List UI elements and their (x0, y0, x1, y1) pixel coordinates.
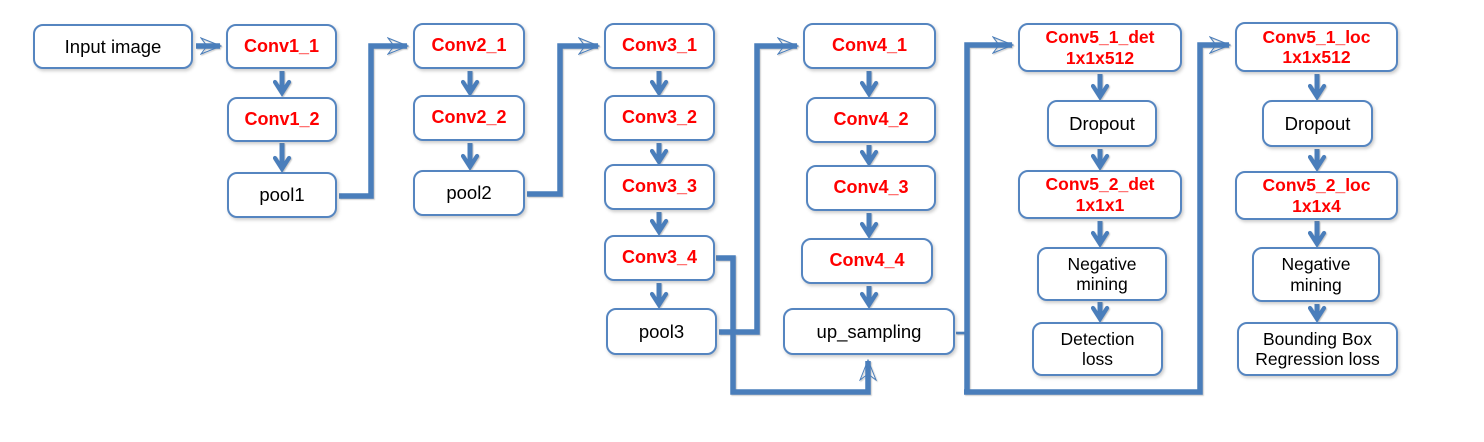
node-conv2_1: Conv2_1 (413, 23, 525, 69)
edge-conv3_4-up_sampling (716, 255, 868, 395)
node-conv5_2_det: Conv5_2_det 1x1x1 (1018, 170, 1182, 219)
node-bounding-box-regression-loss: Bounding Box Regression loss (1237, 322, 1398, 376)
node-conv1_2: Conv1_2 (227, 97, 337, 142)
node-conv4_2: Conv4_2 (806, 97, 936, 143)
node-pool2: pool2 (413, 170, 525, 216)
node-conv3_4: Conv3_4 (604, 235, 715, 281)
node-conv4_1: Conv4_1 (803, 23, 936, 69)
edge-pool1-conv2_1 (339, 46, 407, 199)
node-negative-mining-loc: Negative mining (1252, 247, 1380, 302)
node-conv3_3: Conv3_3 (604, 164, 715, 210)
edge-up_sampling-conv5_1_loc (964, 45, 1229, 395)
node-up-sampling: up_sampling (783, 308, 955, 355)
edge-up_sampling-conv5_1_det (964, 45, 1012, 390)
node-conv2_2: Conv2_2 (413, 95, 525, 141)
node-negative-mining-det: Negative mining (1037, 247, 1167, 301)
edge-pool2-conv3_1 (527, 46, 598, 197)
edge-pool3-conv4_1 (719, 46, 797, 335)
node-conv4_4: Conv4_4 (801, 238, 933, 284)
node-pool1: pool1 (227, 172, 337, 218)
node-dropout-det: Dropout (1047, 100, 1157, 147)
node-conv5_2_loc: Conv5_2_loc 1x1x4 (1235, 171, 1398, 220)
node-conv5_1_loc: Conv5_1_loc 1x1x512 (1235, 22, 1398, 72)
node-input-image: Input image (33, 24, 193, 69)
node-conv1_1: Conv1_1 (226, 24, 337, 69)
node-detection-loss: Detection loss (1032, 322, 1163, 376)
node-conv4_3: Conv4_3 (806, 165, 936, 211)
node-pool3: pool3 (606, 308, 717, 355)
node-conv3_1: Conv3_1 (604, 23, 715, 69)
node-conv3_2: Conv3_2 (604, 95, 715, 141)
node-conv5_1_det: Conv5_1_det 1x1x512 (1018, 23, 1182, 72)
node-dropout-loc: Dropout (1262, 100, 1373, 147)
